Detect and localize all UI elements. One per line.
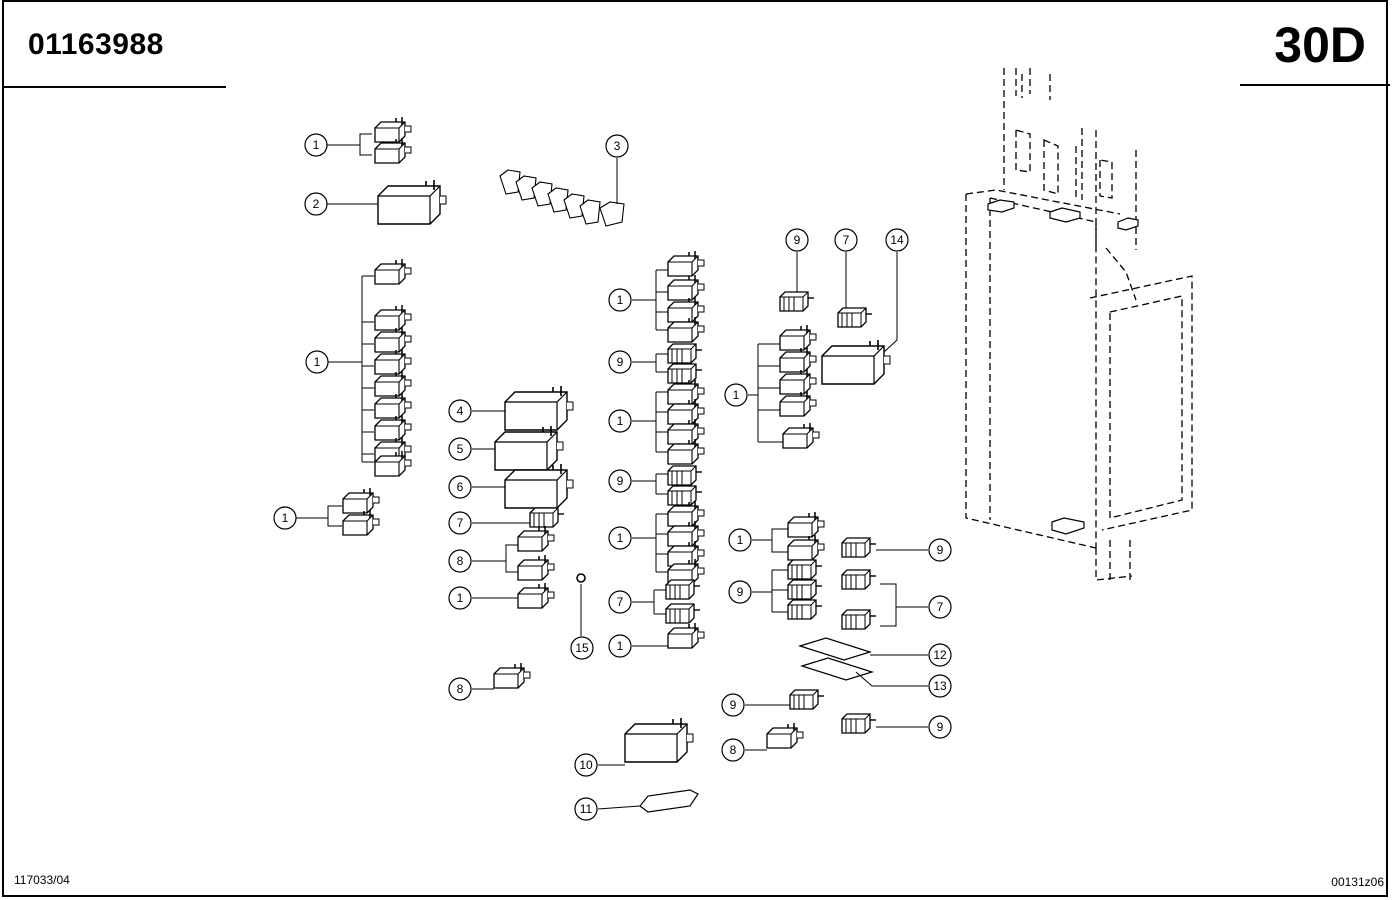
callout-c1j: 1 [737,533,744,547]
callout-c9e: 9 [937,543,944,557]
callout-c2: 2 [313,197,320,211]
callout-c1g: 1 [617,531,624,545]
callout-c11: 11 [580,802,593,816]
callout-c1i: 1 [733,388,740,402]
callout-c10: 10 [579,758,593,772]
group-code: 30D [1274,17,1366,73]
callout-c7b: 7 [617,595,624,609]
callout-c6: 6 [457,480,464,494]
callout-c5: 5 [457,442,464,456]
callout-c7a: 7 [457,516,464,530]
callout-c9f: 9 [730,698,737,712]
callout-c1f: 1 [617,414,624,428]
drawing-code-right: 00131z06 [1331,875,1384,889]
callout-c9a: 9 [617,355,624,369]
drawing-code-left: 117033/04 [14,873,70,887]
callout-c8b: 8 [457,682,464,696]
part-number: 01163988 [28,28,164,61]
callout-c7c: 7 [843,233,850,247]
callout-c1c: 1 [282,511,289,525]
callout-c12: 12 [933,648,947,662]
callout-c8c: 8 [730,743,737,757]
callout-c8a: 8 [457,554,464,568]
callout-c1b: 1 [314,355,321,369]
callout-c9g: 9 [937,720,944,734]
callout-c3: 3 [614,139,621,153]
callout-c1h: 1 [617,639,624,653]
callout-c9b: 9 [617,474,624,488]
callout-c7d: 7 [937,600,944,614]
callout-c4: 4 [457,404,464,418]
callout-c14: 14 [890,233,904,247]
callout-markers: 1 2 3 1 1 4 5 6 7 8 1 15 8 10 11 1 9 1 9… [273,133,952,821]
callout-c15: 15 [575,641,589,655]
callout-c9d: 9 [737,585,744,599]
callout-c1d: 1 [457,591,464,605]
callout-c13: 13 [933,679,947,693]
callout-c1e: 1 [617,293,624,307]
callout-c9c: 9 [794,233,801,247]
callout-c1a: 1 [313,138,320,152]
